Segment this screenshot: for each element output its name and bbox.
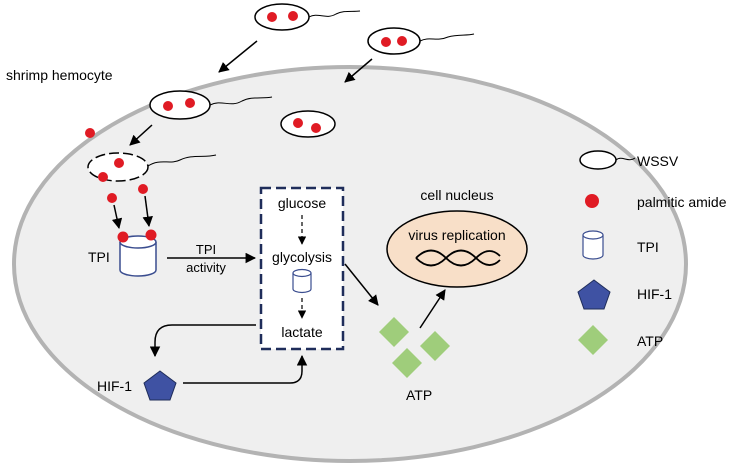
legend-item-hif1: HIF-1 xyxy=(577,279,672,310)
dna-helix-icon xyxy=(415,249,501,267)
legend-label: palmitic amide xyxy=(637,194,727,210)
palmitic-amide-dot xyxy=(107,193,117,203)
tpi-cylinder xyxy=(117,229,157,277)
wssv-virion-entering xyxy=(149,90,273,120)
legend-item-tpi: TPI xyxy=(582,230,659,260)
glycolysis-label: glycolysis xyxy=(272,249,332,265)
entry-arrow-2 xyxy=(344,58,373,83)
entry-arrow-1 xyxy=(218,40,258,73)
legend-item-atp: ATP xyxy=(578,325,663,355)
diamond-icon xyxy=(578,325,608,355)
legend-label: WSSV xyxy=(637,153,679,169)
lactate-label: lactate xyxy=(281,324,322,340)
legend-item-wssv: WSSV xyxy=(579,150,679,170)
wssv-virion-outside-2 xyxy=(367,27,475,55)
glycolysis-to-atp-arrow xyxy=(344,263,379,306)
glucose-label: glucose xyxy=(278,195,326,211)
wssv-virion-icon xyxy=(579,150,617,170)
tpi-cylinder-small xyxy=(292,268,312,294)
legend-item-palmitic-amide: palmitic amide xyxy=(585,194,727,210)
wssv-virion-outside-1 xyxy=(254,3,361,31)
nucleus-label: cell nucleus xyxy=(420,187,493,203)
entry-arrow-3 xyxy=(129,124,153,146)
legend: WSSV palmitic amide TPI HIF-1 ATP xyxy=(577,150,727,355)
glycolysis-box xyxy=(259,186,345,351)
pentagon-icon xyxy=(577,279,611,310)
tpi-label: TPI xyxy=(88,249,110,265)
legend-label: HIF-1 xyxy=(637,286,672,302)
cell-membrane xyxy=(12,65,688,463)
red-dot-icon xyxy=(585,194,599,208)
hif1-label: HIF-1 xyxy=(97,378,132,394)
legend-label: ATP xyxy=(637,333,663,349)
amide-arrow-1 xyxy=(111,204,123,230)
palmitic-amide-dot xyxy=(138,184,148,194)
cell-nucleus xyxy=(386,210,528,288)
legend-label: TPI xyxy=(637,239,659,255)
tpi-activity-label: TPI xyxy=(196,242,216,257)
cell-label: shrimp hemocyte xyxy=(6,67,113,83)
hif1-pentagon xyxy=(143,370,177,401)
hif1-to-lactate-arrow xyxy=(183,354,308,384)
wssv-virion-uncoating xyxy=(85,128,217,182)
tpi-activity-label-2: activity xyxy=(186,260,226,275)
cylinder-icon xyxy=(582,235,604,260)
wssv-virion-inside xyxy=(280,110,336,138)
lactate-to-hif1-arrow xyxy=(149,324,256,358)
atp-to-nucleus-arrow xyxy=(419,289,446,329)
virus-replication-label: virus replication xyxy=(408,227,505,243)
atp-label: ATP xyxy=(406,387,432,403)
atp-cluster xyxy=(379,317,450,378)
amide-arrow-2 xyxy=(142,195,153,228)
